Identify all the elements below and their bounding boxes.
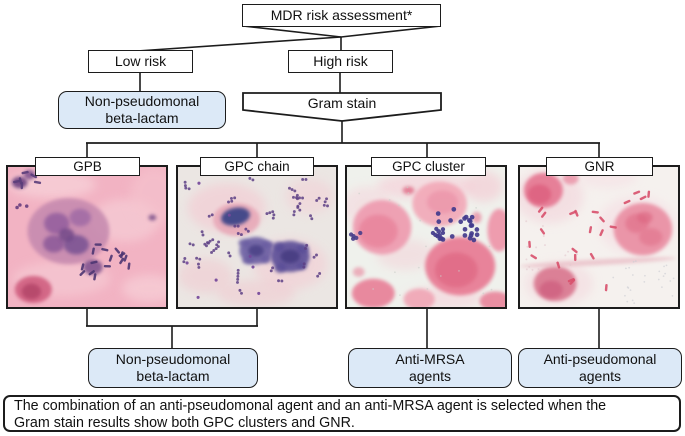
gpb-label-box: GPB	[35, 157, 140, 176]
gpc-chain-micrograph-image	[178, 167, 336, 307]
non-pseudomonal-outcome-line2: beta-lactam	[136, 368, 210, 384]
footnote-box: The combination of an anti-pseudomonal a…	[3, 395, 681, 432]
gnr-label: GNR	[584, 159, 615, 174]
gpc-chain-label: GPC chain	[224, 159, 290, 174]
gnr-micrograph-image	[520, 167, 678, 307]
gpc-cluster-micrograph-image	[347, 167, 505, 307]
anti-pseudomonal-outcome-line1: Anti-pseudomonal	[543, 351, 657, 367]
panel-gpc-cluster	[345, 165, 507, 309]
gpc-chain-label-box: GPC chain	[200, 157, 314, 176]
low-risk-outcome-line1: Non-pseudomonal	[84, 93, 200, 109]
anti-mrsa-outcome-line1: Anti-MRSA	[395, 351, 465, 367]
non-pseudomonal-outcome-box: Non-pseudomonal beta-lactam	[88, 348, 258, 388]
panel-gpc-chain	[176, 165, 338, 309]
anti-pseudomonal-outcome-box: Anti-pseudomonal agents	[518, 348, 682, 388]
panel-gnr	[518, 165, 680, 309]
gram-stain-label: Gram stain	[307, 95, 377, 111]
anti-mrsa-outcome-line2: agents	[408, 368, 452, 384]
footnote-line2: Gram stain results show both GPC cluster…	[14, 414, 355, 431]
anti-mrsa-outcome-box: Anti-MRSA agents	[348, 348, 512, 388]
mdr-risk-assessment-box: MDR risk assessment*	[242, 4, 441, 27]
gpc-cluster-label-box: GPC cluster	[371, 157, 486, 176]
low-risk-outcome-line2: beta-lactam	[105, 110, 179, 126]
footnote-line1: The combination of an anti-pseudomonal a…	[14, 398, 607, 414]
gpb-micrograph-image	[8, 167, 166, 307]
gpb-label: GPB	[73, 159, 102, 174]
low-risk-label: Low risk	[114, 53, 167, 69]
gram-stain-box: Gram stain	[243, 93, 441, 113]
high-risk-label: High risk	[313, 53, 368, 69]
gram-stain-pennant-shape	[242, 92, 442, 122]
mdr-risk-assessment-label: MDR risk assessment*	[270, 7, 413, 23]
low-risk-box: Low risk	[88, 50, 193, 73]
panel-gpb	[6, 165, 168, 309]
anti-pseudomonal-outcome-line2: agents	[578, 368, 622, 384]
low-risk-outcome-box: Non-pseudomonal beta-lactam	[58, 91, 226, 129]
non-pseudomonal-outcome-line1: Non-pseudomonal	[115, 351, 231, 367]
gnr-label-box: GNR	[546, 157, 653, 176]
gpc-cluster-label: GPC cluster	[392, 159, 465, 174]
high-risk-box: High risk	[288, 50, 393, 73]
